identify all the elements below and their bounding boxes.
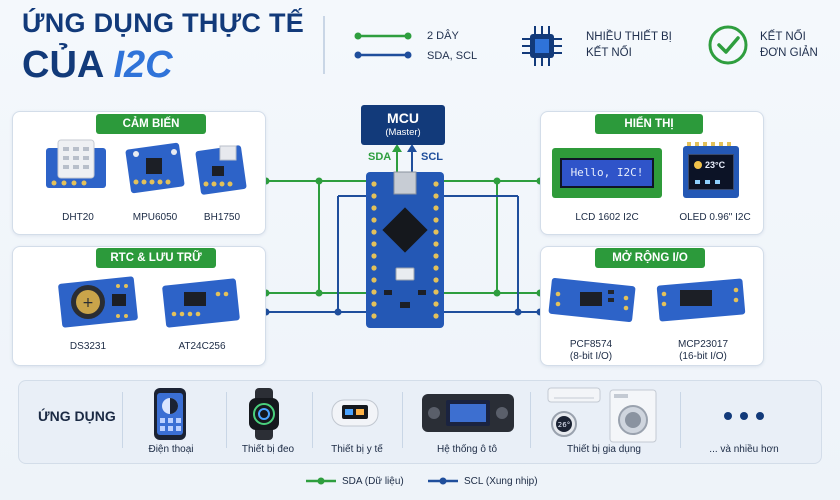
mcu-name: MCU	[387, 110, 419, 126]
sensor-label-bh1750: BH1750	[203, 212, 241, 223]
wires-icon	[354, 32, 412, 59]
io-detail-pcf8574: (8-bit I/O)	[569, 351, 613, 362]
sensor-label-dht20: DHT20	[62, 212, 94, 223]
smartwatch-icon	[249, 388, 279, 440]
app-divider	[312, 392, 313, 448]
ds3231-module-icon: +	[58, 276, 138, 328]
legend-scl-line-icon	[428, 477, 458, 485]
app-divider	[226, 392, 227, 448]
at24c256-module-icon	[162, 278, 240, 328]
feature-wires-label: 2 DÂY SDA, SCL	[427, 29, 477, 64]
sensors-title: CẢM BIẾN	[96, 114, 206, 134]
home-appliances-icon: 26°	[547, 387, 657, 443]
display-title: HIỂN THỊ	[595, 114, 703, 134]
title-highlight: I2C	[113, 44, 173, 86]
feature-simple-label: KẾT NỐI ĐƠN GIẢN	[760, 29, 818, 61]
feature-wires-line1: 2 DÂY	[427, 30, 459, 42]
io-item-mcp23017: MCP23017 (16-bit I/O)	[665, 339, 741, 363]
bh1750-module-icon	[195, 145, 247, 195]
arduino-nano-board-icon	[366, 171, 444, 328]
app-divider	[402, 392, 403, 448]
mpu6050-module-icon	[125, 142, 185, 194]
io-label-pcf8574: PCF8574	[569, 339, 613, 350]
smartphone-icon	[154, 388, 186, 440]
app-label-medical: Thiết bị y tế	[331, 444, 383, 455]
rtc-title: RTC & LƯU TRỮ	[96, 248, 216, 268]
pcf8574-module-icon	[548, 278, 636, 322]
mcu-role: (Master)	[385, 127, 421, 138]
feature-multi-label: NHIỀU THIẾT BỊ KẾT NỐI	[586, 29, 672, 61]
app-divider	[680, 392, 681, 448]
legend-scl-label: SCL (Xung nhịp)	[464, 476, 538, 487]
app-divider	[530, 392, 531, 448]
mcu-sda-label: SDA	[368, 151, 392, 163]
io-title: MỞ RỘNG I/O	[595, 248, 705, 268]
feature-simple-line1: KẾT NỐI	[760, 31, 806, 43]
display-label-lcd: LCD 1602 I2C	[575, 212, 639, 223]
applications-title: ỨNG DỤNG	[38, 408, 116, 424]
app-label-appliances: Thiết bị gia dụng	[567, 444, 641, 455]
check-icon	[708, 25, 748, 65]
title-prefix: CỦA	[22, 44, 114, 86]
feature-multi-line1: NHIỀU THIẾT BỊ	[586, 31, 672, 43]
chip-icon	[522, 26, 562, 66]
legend-sda-line-icon	[306, 477, 336, 485]
header-divider	[323, 16, 325, 74]
feature-multi-line2: KẾT NỐI	[586, 47, 632, 59]
rtc-label-ds3231: DS3231	[69, 341, 107, 352]
applications-bar	[18, 380, 822, 464]
mcp23017-module-icon	[656, 278, 746, 322]
title-line2: CỦA I2C	[22, 44, 173, 87]
sensor-label-mpu6050: MPU6050	[132, 212, 178, 223]
rtc-label-at24c256: AT24C256	[178, 341, 226, 352]
medical-device-icon	[331, 399, 379, 427]
app-label-phone: Điện thoại	[148, 444, 194, 455]
io-item-pcf8574: PCF8574 (8-bit I/O)	[553, 339, 629, 363]
dht20-module-icon	[46, 139, 106, 188]
feature-simple-line2: ĐƠN GIẢN	[760, 47, 818, 59]
io-label-mcp23017: MCP23017	[677, 339, 729, 350]
display-label-oled: OLED 0.96" I2C	[679, 212, 751, 223]
oled-temp-text: 23°C	[705, 160, 726, 170]
oled-weather-icon	[694, 161, 720, 184]
app-divider	[122, 392, 123, 448]
io-detail-mcp23017: (16-bit I/O)	[679, 351, 727, 362]
mcu-scl-label: SCL	[421, 151, 443, 163]
svg-text:+: +	[82, 295, 94, 311]
legend-sda-label: SDA (Dữ liệu)	[342, 476, 404, 487]
car-dashboard-icon	[422, 394, 514, 432]
lcd1602-module: Hello, I2C!	[552, 148, 662, 198]
more-dots-icon	[724, 412, 764, 420]
feature-wires-line2: SDA, SCL	[427, 50, 478, 62]
mcu-master-box: MCU (Master)	[361, 105, 445, 145]
thermostat-text: 26°	[558, 421, 570, 429]
oled-module: 23°C	[683, 142, 739, 198]
app-label-wearable: Thiết bị đeo	[241, 444, 295, 455]
title-line1: ỨNG DỤNG THỰC TẾ	[22, 8, 305, 38]
lcd-screen-text: Hello, I2C!	[562, 160, 652, 186]
app-label-automotive: Hệ thống ô tô	[436, 444, 498, 455]
app-label-more: ... và nhiều hơn	[709, 444, 779, 455]
